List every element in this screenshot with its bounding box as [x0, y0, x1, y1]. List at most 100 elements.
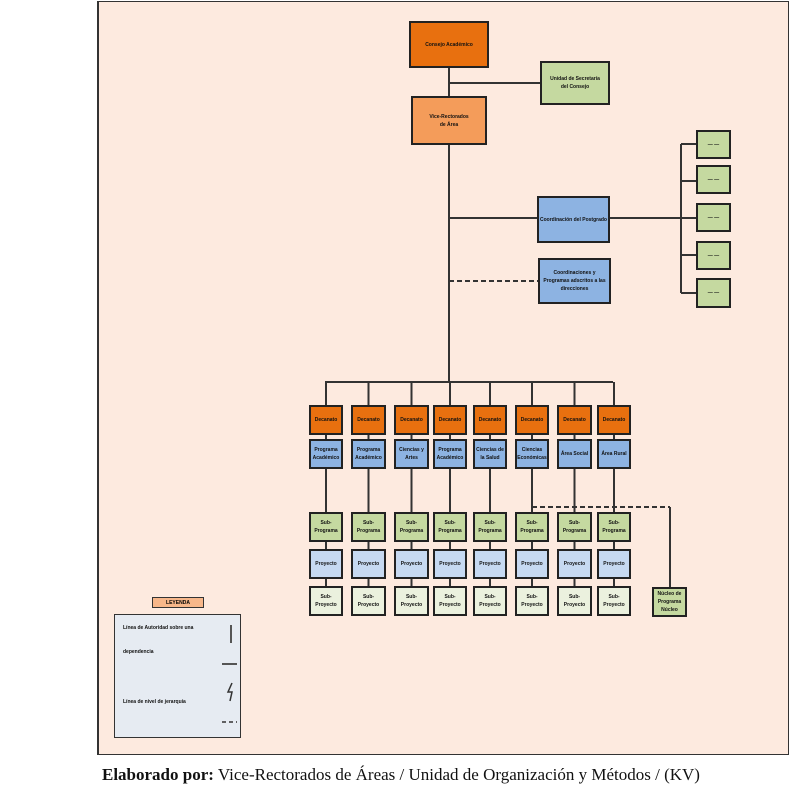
node-proyecto[interactable]: Proyecto: [515, 549, 549, 579]
node-proyecto[interactable]: Proyecto: [394, 549, 429, 579]
node-proyecto[interactable]: Proyecto: [473, 549, 507, 579]
node-decanato[interactable]: Decanato: [351, 405, 386, 435]
node-label: — —: [707, 290, 720, 296]
node-label: Decanato: [400, 417, 423, 423]
node-label: Programa Núcleo: [657, 599, 682, 613]
node-unidad-secretaria[interactable]: Unidad de Secretaría del Consejo: [540, 61, 610, 105]
node-subproyecto[interactable]: Sub-Proyecto: [394, 586, 429, 616]
node-right-unit[interactable]: — —: [696, 130, 731, 159]
node-label: Programa Académico: [436, 447, 464, 461]
node-decanato[interactable]: Decanato: [557, 405, 592, 435]
node-label: Sub-Programa: [356, 520, 381, 534]
node-label: Sub-Programa: [478, 520, 502, 534]
node-label: Sub-Programa: [399, 520, 424, 534]
node-proyecto[interactable]: Proyecto: [309, 549, 343, 579]
node-direccion[interactable]: Programa Académico: [351, 439, 386, 469]
legend-zigzag: [226, 682, 233, 702]
node-label: — —: [707, 252, 720, 259]
node-label: Ciencias y Artes: [399, 447, 424, 461]
node-label: Sub-Programa: [520, 520, 544, 534]
node-direccion[interactable]: Programa Académico: [309, 439, 343, 469]
node-subproyecto[interactable]: Sub-Proyecto: [597, 586, 631, 616]
node-decanato[interactable]: Decanato: [433, 405, 467, 435]
node-label: Ciencias de la Salud: [476, 447, 504, 461]
node-subproyecto[interactable]: Sub-Proyecto: [309, 586, 343, 616]
node-label: Sub-Proyecto: [521, 594, 543, 608]
node-consejo-academico[interactable]: Consejo Académico: [409, 21, 489, 68]
node-direccion[interactable]: Área Social: [557, 439, 592, 469]
node-coordinacion-postgrado[interactable]: Coordinación del Postgrado: [537, 196, 610, 243]
node-direccion[interactable]: Ciencias y Artes: [394, 439, 429, 469]
node-label: Ciencias Económicas: [517, 447, 547, 461]
node-right-unit[interactable]: — —: [696, 203, 731, 232]
legend-box: Línea de Autoridad sobre una dependencia…: [114, 614, 241, 738]
node-label: Sub-Proyecto: [400, 594, 423, 608]
legend-symbols: [222, 625, 237, 723]
node-decanato[interactable]: Decanato: [394, 405, 429, 435]
node-subprograma[interactable]: Sub-Programa: [597, 512, 631, 542]
node-decanato[interactable]: Decanato: [473, 405, 507, 435]
footer-text: Vice-Rectorados de Áreas / Unidad de Org…: [213, 765, 700, 784]
node-right-unit[interactable]: — —: [696, 165, 731, 194]
node-label: Proyecto: [479, 561, 501, 567]
node-vice-rectorados[interactable]: Vice-Rectorados de Área: [411, 96, 487, 145]
node-direccion[interactable]: Ciencias Económicas: [515, 439, 549, 469]
node-label: — —: [707, 141, 720, 148]
node-label: — —: [707, 214, 720, 221]
node-label: Sub-Programa: [602, 520, 626, 534]
legend-item-authority-cont: dependencia: [123, 649, 154, 655]
node-label: Proyecto: [563, 561, 586, 567]
node-label: Vice-Rectorados: [429, 113, 469, 120]
node-subproyecto[interactable]: Sub-Proyecto: [515, 586, 549, 616]
node-label: Decanato: [478, 417, 502, 423]
node-subproyecto[interactable]: Sub-Proyecto: [351, 586, 386, 616]
footer-label: Elaborado por:: [102, 765, 214, 784]
node-label: Proyecto: [521, 561, 543, 567]
node-label: Núcleo de: [657, 591, 682, 597]
node-label: Sub-Programa: [438, 520, 462, 534]
node-label: Programa Académico: [355, 447, 382, 461]
node-label: — —: [707, 176, 720, 183]
node-label: de Área: [439, 121, 459, 128]
node-label: Coordinaciones y: [553, 270, 596, 276]
node-subproyecto[interactable]: Sub-Proyecto: [557, 586, 592, 616]
node-subprograma[interactable]: Sub-Programa: [351, 512, 386, 542]
node-label: Decanato: [520, 417, 544, 423]
node-right-unit[interactable]: — —: [696, 278, 731, 308]
node-label: Sub-Programa: [562, 520, 587, 534]
node-subprograma[interactable]: Sub-Programa: [394, 512, 429, 542]
node-proyecto[interactable]: Proyecto: [433, 549, 467, 579]
node-label: Consejo Académico: [425, 41, 473, 48]
node-coordinaciones-programas[interactable]: Coordinaciones y Programas adscritos a l…: [538, 258, 611, 304]
node-subproyecto[interactable]: Sub-Proyecto: [433, 586, 467, 616]
node-subprograma[interactable]: Sub-Programa: [473, 512, 507, 542]
node-label: Decanato: [563, 417, 586, 423]
legend-item-authority: Línea de Autoridad sobre una: [123, 625, 194, 631]
node-label: Área Social: [560, 451, 589, 457]
node-subprograma[interactable]: Sub-Programa: [515, 512, 549, 542]
node-subprograma[interactable]: Sub-Programa: [557, 512, 592, 542]
node-direccion[interactable]: Área Rural: [597, 439, 631, 469]
node-nucleo-programa[interactable]: Núcleo de Programa Núcleo: [652, 587, 687, 617]
node-proyecto[interactable]: Proyecto: [557, 549, 592, 579]
node-decanato[interactable]: Decanato: [515, 405, 549, 435]
node-label: Sub-Proyecto: [479, 594, 501, 608]
node-label: Sub-Proyecto: [315, 594, 337, 608]
node-right-unit[interactable]: — —: [696, 241, 731, 270]
node-proyecto[interactable]: Proyecto: [597, 549, 631, 579]
node-subprograma[interactable]: Sub-Programa: [433, 512, 467, 542]
node-decanato[interactable]: Decanato: [309, 405, 343, 435]
legend-item-hierarchy: Línea de nivel de jerarquía: [123, 699, 186, 705]
node-direccion[interactable]: Ciencias de la Salud: [473, 439, 507, 469]
node-decanato[interactable]: Decanato: [597, 405, 631, 435]
node-label: Proyecto: [357, 561, 380, 567]
node-direccion[interactable]: Programa Académico: [433, 439, 467, 469]
node-label: Decanato: [357, 417, 380, 423]
node-label: Proyecto: [400, 561, 423, 567]
node-label: Coordinación del Postgrado: [540, 216, 607, 223]
node-label: Unidad de Secretaría: [550, 76, 600, 82]
node-label: Sub-Proyecto: [439, 594, 461, 608]
node-proyecto[interactable]: Proyecto: [351, 549, 386, 579]
node-subprograma[interactable]: Sub-Programa: [309, 512, 343, 542]
node-subproyecto[interactable]: Sub-Proyecto: [473, 586, 507, 616]
